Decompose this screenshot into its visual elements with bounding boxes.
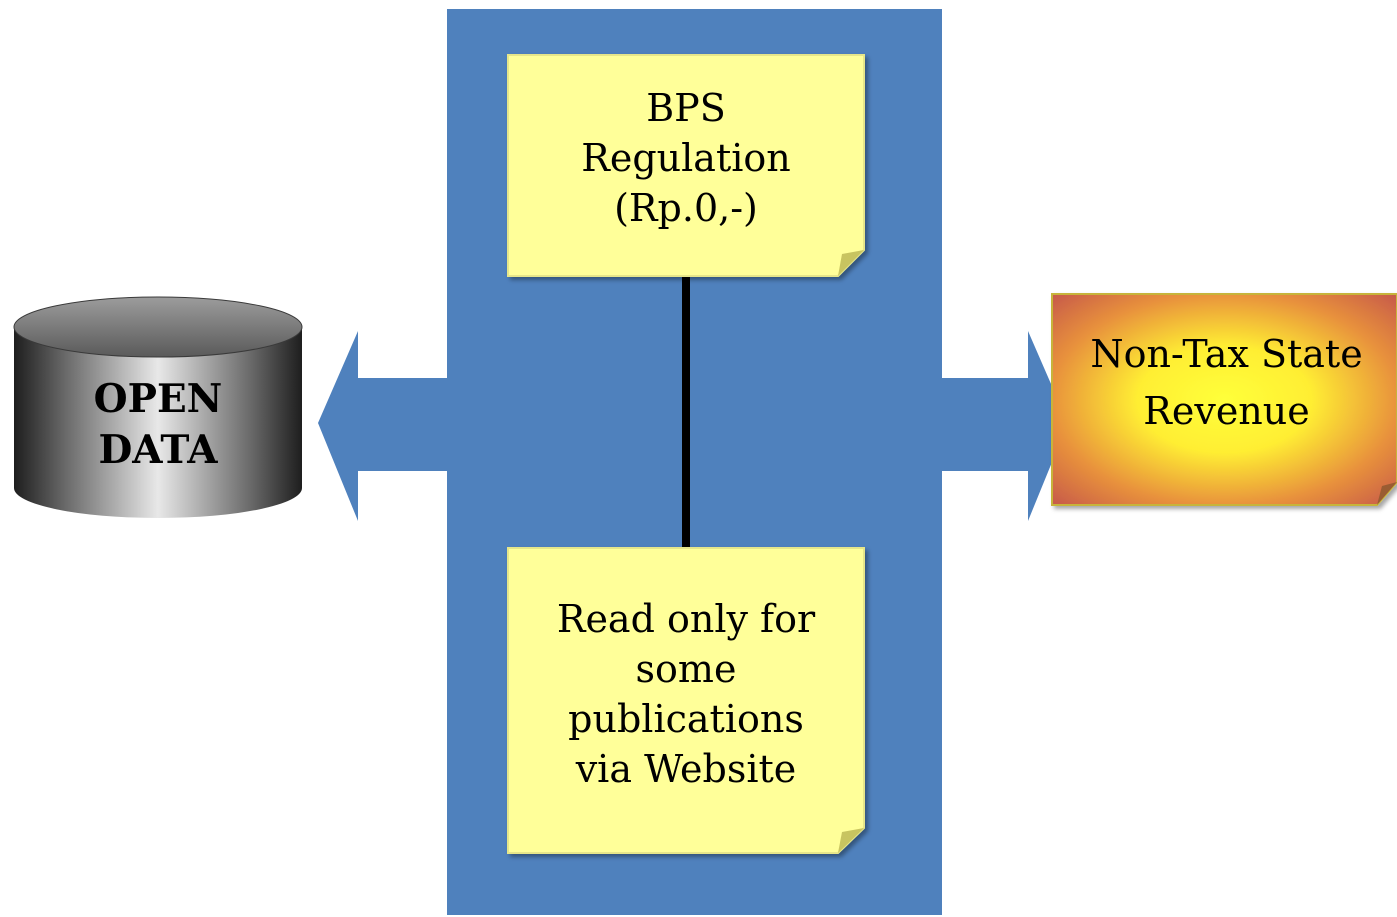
arrow-left-icon	[318, 331, 447, 521]
arrow-right-icon	[942, 331, 1068, 521]
note-bottom	[507, 547, 865, 854]
revenue-box	[1051, 293, 1397, 506]
note-top	[507, 54, 865, 277]
database-cylinder-icon	[13, 296, 303, 518]
